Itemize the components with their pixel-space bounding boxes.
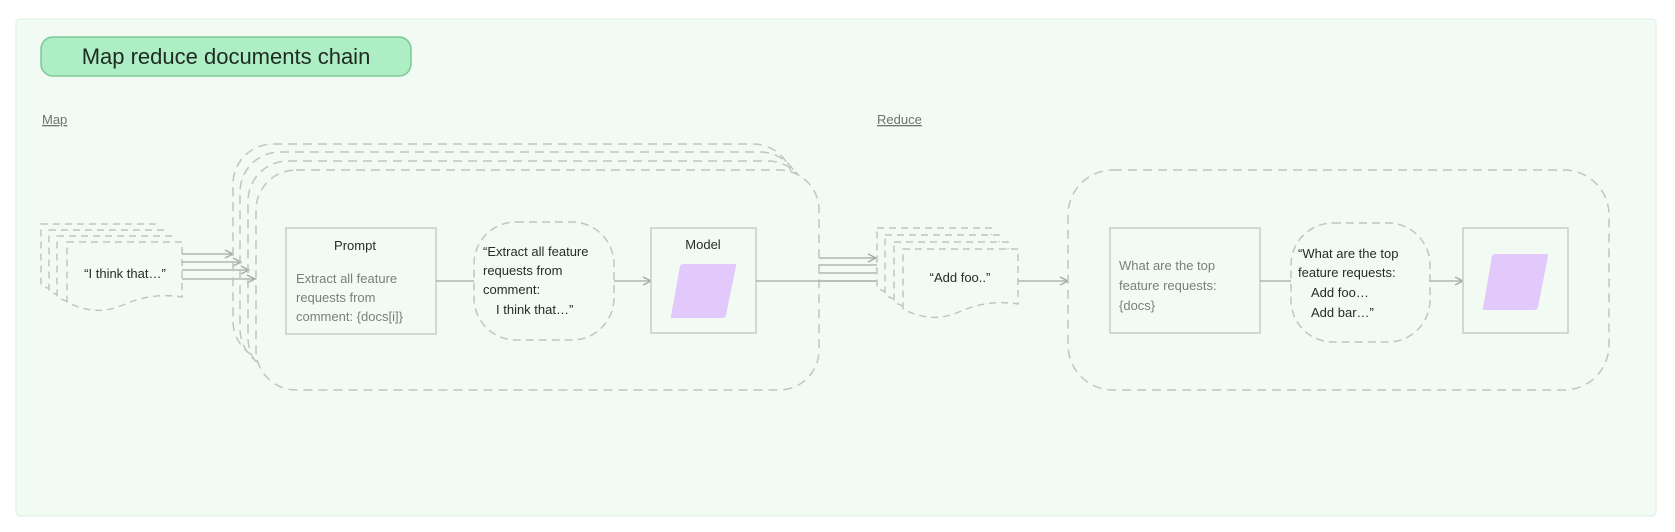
map-section-label: Map — [42, 112, 67, 127]
title-pill — [40, 36, 412, 77]
diagram-title: Map reduce documents chain — [82, 44, 371, 69]
reduce-formatted-prompt-text: “What are the top feature requests: Add … — [1298, 246, 1402, 320]
map-formatted-prompt-line: “Extract all feature — [483, 244, 589, 259]
map-input-arrows — [182, 254, 255, 279]
map-formatted-prompt — [473, 221, 615, 341]
reduce-formatted-prompt-line: feature requests: — [1298, 265, 1396, 280]
map-prompt-line: comment: {docs[i]} — [296, 309, 404, 324]
map-prompt-line: Extract all feature — [296, 271, 397, 286]
reduce-section-label: Reduce — [877, 112, 922, 127]
map-prompt-box — [285, 227, 437, 335]
doc-sheet — [902, 248, 1019, 318]
reduce-formatted-prompt-line: Add foo… — [1311, 285, 1369, 300]
reduce-input-doc-stack — [876, 227, 1019, 318]
doc-sheet — [66, 241, 183, 311]
reduce-prompt-line: feature requests: — [1119, 278, 1217, 293]
reduce-formatted-prompt-line: Add bar…” — [1311, 305, 1374, 320]
map-model-title: Model — [685, 237, 721, 252]
map-formatted-prompt-line: I think that…” — [496, 302, 573, 317]
reduce-prompt-line: {docs} — [1119, 298, 1156, 313]
reduce-formatted-prompt — [1290, 222, 1431, 343]
reduce-prompt-box — [1109, 227, 1261, 334]
reduce-prompt-line: What are the top — [1119, 258, 1215, 273]
model-icon — [670, 264, 737, 318]
model-icon — [1482, 254, 1549, 310]
map-input-doc-stack — [40, 223, 183, 311]
map-formatted-prompt-text: “Extract all feature requests from comme… — [483, 244, 592, 317]
map-prompt-line: requests from — [296, 290, 375, 305]
reduce-prompt-text: What are the top feature requests: {docs… — [1119, 258, 1220, 313]
map-prompt-title: Prompt — [334, 238, 376, 253]
map-input-doc-text: “I think that…” — [84, 266, 166, 281]
reduce-input-doc-text: “Add foo..” — [930, 270, 991, 285]
map-formatted-prompt-line: comment: — [483, 282, 540, 297]
map-formatted-prompt-line: requests from — [483, 263, 562, 278]
map-prompt-text: Extract all feature requests from commen… — [296, 271, 404, 324]
reduce-formatted-prompt-line: “What are the top — [1298, 246, 1398, 261]
